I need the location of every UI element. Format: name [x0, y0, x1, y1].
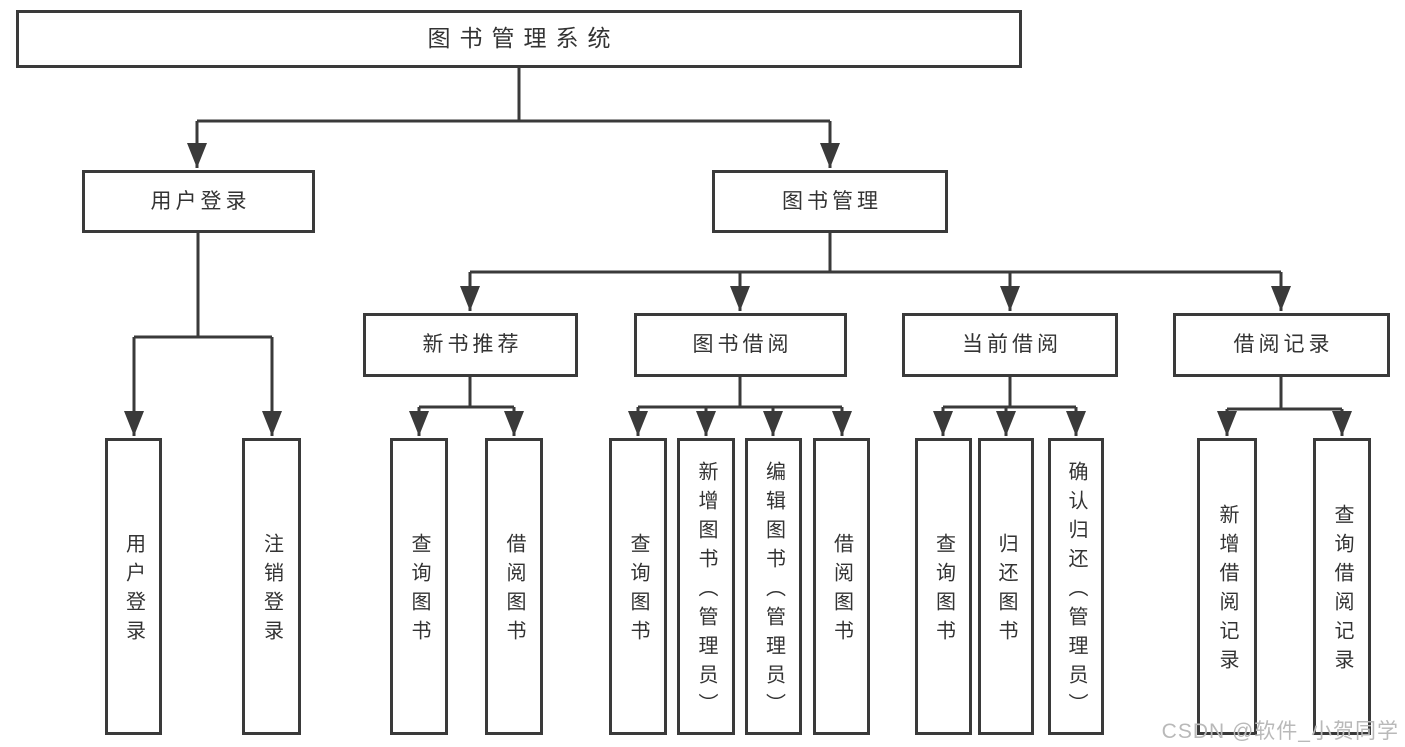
node-borrow-records: 借阅记录 — [1173, 313, 1390, 377]
node-label: 归还图书 — [995, 533, 1017, 649]
node-label: 借阅图书 — [503, 533, 525, 649]
node-label: 新书推荐 — [422, 333, 523, 357]
leaf-borrow-book-2: 借阅图书 — [813, 438, 870, 735]
node-label: 注销登录 — [260, 533, 283, 649]
leaf-user-login: 用户登录 — [105, 438, 162, 735]
node-label: 查询图书 — [932, 533, 955, 649]
node-label: 借阅图书 — [830, 533, 853, 649]
node-label: 图书管理系统 — [427, 25, 620, 52]
node-label: 图书借阅 — [692, 333, 793, 357]
leaf-add-borrow-record: 新增借阅记录 — [1197, 438, 1257, 735]
node-label: 用户登录 — [150, 189, 251, 213]
node-label: 借阅记录 — [1233, 333, 1334, 357]
leaf-borrow-book: 借阅图书 — [485, 438, 543, 735]
node-user-login: 用户登录 — [82, 170, 315, 233]
node-book-management: 图书管理 — [712, 170, 948, 233]
leaf-edit-book-admin: 编辑图书（管理员） — [745, 438, 802, 735]
leaf-query-book-3: 查询图书 — [915, 438, 972, 735]
node-label: 确认归还（管理员） — [1065, 460, 1087, 722]
leaf-query-book-2: 查询图书 — [609, 438, 667, 735]
leaf-return-book: 归还图书 — [978, 438, 1034, 735]
node-label: 新增图书（管理员） — [695, 460, 717, 722]
node-label: 查询借阅记录 — [1331, 504, 1353, 678]
node-current-borrow: 当前借阅 — [902, 313, 1118, 377]
node-label: 用户登录 — [122, 533, 145, 649]
node-book-borrow: 图书借阅 — [634, 313, 847, 377]
node-label: 编辑图书（管理员） — [762, 460, 785, 722]
leaf-confirm-return-admin: 确认归还（管理员） — [1048, 438, 1104, 735]
leaf-query-borrow-record: 查询借阅记录 — [1313, 438, 1371, 735]
csdn-watermark: CSDN @软件_小贺同学 — [1161, 720, 1399, 743]
leaf-query-book: 查询图书 — [390, 438, 448, 735]
leaf-add-book-admin: 新增图书（管理员） — [677, 438, 735, 735]
node-label: 图书管理 — [782, 189, 882, 213]
node-library-management-system: 图书管理系统 — [16, 10, 1022, 68]
node-new-book-recommend: 新书推荐 — [363, 313, 578, 377]
leaf-logout: 注销登录 — [242, 438, 301, 735]
node-label: 新增借阅记录 — [1216, 504, 1238, 678]
node-label: 查询图书 — [627, 533, 649, 649]
node-label: 当前借阅 — [962, 333, 1062, 357]
node-label: 查询图书 — [408, 533, 430, 649]
